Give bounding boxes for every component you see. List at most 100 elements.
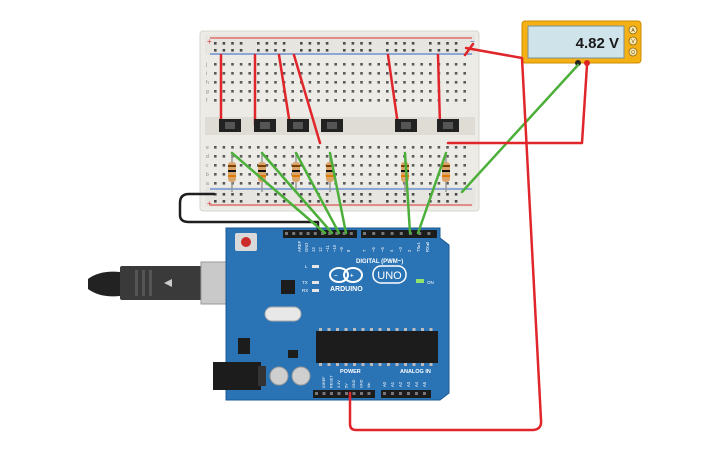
row-letter: i	[206, 71, 207, 77]
resistor-3	[292, 152, 300, 192]
digital-header-label: DIGITAL (PWM~)	[356, 259, 403, 265]
pushbutton-1	[219, 119, 241, 132]
signal-wire-6[interactable]	[416, 151, 448, 235]
power-pin-label: IOREF	[322, 376, 326, 388]
row-letter: j	[205, 62, 207, 68]
multimeter-mode-buttons[interactable]: A V Ω	[628, 25, 638, 57]
analog-pin-label: A4	[414, 381, 419, 387]
probe-positive-terminal[interactable]	[584, 60, 590, 66]
reset-button[interactable]	[241, 237, 251, 247]
probe-negative-terminal[interactable]	[575, 60, 581, 66]
pushbutton-2	[254, 119, 276, 132]
usb-chip	[281, 280, 295, 294]
regulator	[238, 338, 250, 354]
power-pin-label: 5V	[345, 383, 349, 388]
power-pin-label: GND	[352, 379, 356, 388]
mode-amps-button[interactable]	[628, 25, 638, 35]
pushbutton-3	[287, 119, 309, 132]
analog-pin-label: A2	[398, 381, 403, 387]
svg-text:+: +	[350, 274, 354, 280]
led-l-label: L	[305, 264, 308, 269]
analog-pin-label: A5	[422, 381, 427, 387]
top-pin-label: ~5	[380, 247, 385, 252]
header-right	[361, 230, 437, 238]
chip-pins	[319, 328, 433, 366]
rail-plus-label: +	[207, 37, 212, 46]
row-letter: f	[206, 98, 208, 104]
led-rx	[312, 289, 319, 292]
crystal	[264, 306, 302, 322]
top-pin-label: TX▸1	[416, 242, 421, 252]
supply-5v-wire[interactable]	[348, 46, 543, 432]
analog-pin-label: A3	[406, 381, 411, 387]
top-pin-label: ~11	[325, 245, 330, 252]
wires[interactable]	[178, 46, 589, 432]
resistor-1	[228, 152, 236, 192]
top-pin-label: 7	[362, 249, 367, 252]
power-pin-label: RESET	[330, 375, 334, 388]
mode-ohms-label: Ω	[631, 50, 635, 56]
ground-wire[interactable]	[178, 192, 320, 234]
bottom-header-pins	[315, 392, 426, 395]
probe-positive-wire[interactable]	[446, 63, 589, 145]
model-label: UNO	[377, 270, 402, 282]
power-pin-label: GND	[360, 379, 364, 388]
led-rx-label: RX	[302, 288, 308, 293]
pushbutton-5	[395, 119, 417, 132]
row-letter: g	[206, 89, 209, 95]
row-letter: c	[206, 163, 209, 169]
mode-ohms-button[interactable]	[628, 47, 638, 57]
top-pin-label: 13	[311, 247, 316, 252]
led-on-label: ON	[427, 280, 434, 285]
analog-pin-label: A1	[390, 381, 395, 387]
row-letter: h	[206, 80, 209, 86]
pushbutton-6	[437, 119, 459, 132]
power-label: POWER	[340, 369, 361, 375]
signal-wire-5[interactable]	[403, 151, 412, 235]
signal-wire-3[interactable]	[294, 151, 341, 235]
signal-wire-4[interactable]	[328, 151, 348, 235]
mode-volts-button[interactable]	[628, 36, 638, 46]
row-letter: e	[206, 145, 209, 151]
top-pin-label: 8	[346, 249, 351, 252]
led-on	[416, 279, 424, 283]
power-header	[313, 390, 375, 398]
rail-plus-label: +	[207, 199, 212, 208]
rail-minus-label: −	[470, 37, 475, 46]
row-letter: a	[206, 181, 209, 187]
header-left	[283, 230, 357, 238]
pushbuttons[interactable]	[219, 119, 459, 132]
signal-wire-1[interactable]	[230, 151, 327, 235]
led-l	[312, 265, 319, 268]
usb-cable[interactable]	[88, 261, 232, 305]
capacitor-2	[291, 366, 311, 386]
probe-negative-wire[interactable]	[460, 63, 580, 194]
mode-amps-label: A	[631, 28, 635, 34]
signal-wire-2[interactable]	[260, 151, 334, 235]
top-pin-label: RX◂0	[425, 241, 430, 252]
pushbutton-4	[321, 119, 343, 132]
multimeter[interactable]: 4.82 V A V Ω	[521, 20, 642, 66]
atmega-chip	[316, 331, 438, 363]
analog-header	[381, 390, 431, 398]
top-pin-label: 12	[318, 247, 323, 252]
aref-label: AREF	[297, 240, 302, 252]
power-pin-label: Vin	[367, 383, 371, 388]
top-pin-label: ~9	[339, 247, 344, 252]
top-pin-label: ~10	[332, 244, 337, 252]
analog-label: ANALOG IN	[400, 369, 431, 375]
brand-label: ARDUINO	[330, 286, 363, 293]
arduino-logo: − +	[329, 267, 363, 283]
row-letter: b	[206, 172, 209, 178]
small-component	[288, 350, 298, 358]
svg-text:−: −	[334, 274, 338, 280]
led-tx	[312, 281, 319, 284]
red-jumper-wires[interactable]	[219, 42, 475, 145]
analog-pin-label: A0	[382, 381, 387, 387]
top-pin-label: ~6	[371, 247, 376, 252]
mode-volts-label: V	[631, 39, 635, 45]
